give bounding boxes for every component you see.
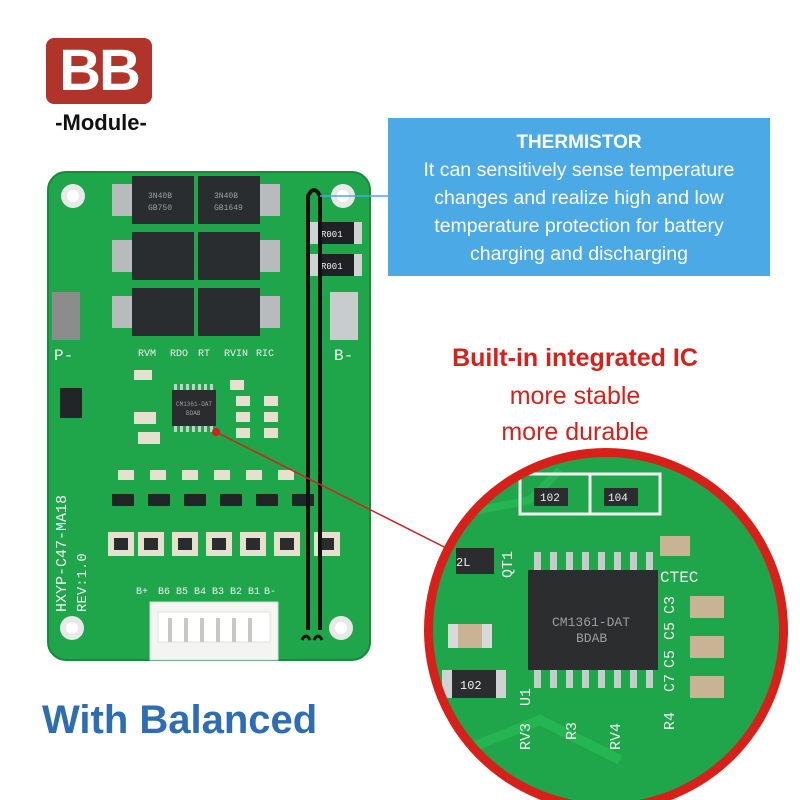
svg-text:RV3: RV3	[518, 723, 535, 750]
thermistor-callout: THERMISTOR It can sensitively sense temp…	[388, 118, 770, 276]
zoom-ic-marking-2: BDAB	[576, 631, 607, 646]
svg-text:RVIN: RVIN	[224, 349, 248, 360]
pcb-board: 3N40B GB750 3N40B GB1649 R001 R001 P- B-…	[47, 171, 371, 661]
smd-components	[60, 370, 278, 444]
svg-text:RV4: RV4	[608, 723, 625, 750]
svg-text:2L: 2L	[456, 556, 470, 570]
svg-text:RT: RT	[198, 349, 210, 360]
svg-text:RDO: RDO	[170, 349, 188, 360]
mount-hole-bl	[60, 616, 84, 640]
svg-text:R3: R3	[564, 722, 581, 740]
pad-p-minus	[52, 292, 80, 340]
resistor-mark-1: R001	[321, 230, 343, 240]
brand-logo-text: BB	[59, 38, 141, 103]
terminal-labels: B+ B6 B5 B4 B3 B2 B1 B-	[136, 587, 276, 598]
ic-leader-line	[212, 428, 471, 561]
svg-text:B2: B2	[230, 587, 242, 598]
svg-text:B+: B+	[136, 587, 148, 598]
svg-text:QT1: QT1	[500, 551, 517, 578]
balance-connector	[149, 601, 279, 661]
svg-text:BDAB: BDAB	[186, 410, 201, 417]
svg-text:B1: B1	[248, 587, 260, 598]
mount-hole-br	[329, 616, 353, 640]
thermistor-wire	[300, 188, 324, 641]
brand-logo: BB	[46, 38, 152, 104]
svg-text:B3: B3	[212, 587, 224, 598]
svg-text:C7: C7	[662, 674, 679, 692]
ic-callout-title: Built-in integrated IC	[452, 344, 698, 372]
svg-text:B4: B4	[194, 587, 206, 598]
svg-text:U1: U1	[518, 688, 535, 706]
svg-text:RVM: RVM	[138, 349, 156, 360]
pad-label-p-minus: P-	[54, 347, 73, 365]
svg-text:C5: C5	[662, 622, 679, 640]
mosfet-mark-1: 3N40B	[148, 192, 172, 201]
resistor-mark-2: R001	[321, 262, 343, 272]
board-revision: REV:1.0	[75, 553, 91, 612]
thermistor-description: It can sensitively sense temperature cha…	[423, 159, 735, 265]
svg-text:C5: C5	[662, 650, 679, 668]
mount-hole-tl	[61, 184, 85, 208]
mosfet-mark-2: GB750	[148, 204, 172, 213]
zoom-ic-marking-1: CM1361-DAT	[552, 615, 630, 630]
svg-text:R4: R4	[662, 712, 679, 730]
svg-text:104: 104	[608, 493, 628, 505]
svg-text:CTEC: CTEC	[660, 569, 698, 587]
board-model: HXYP-C47-MA18	[54, 495, 71, 612]
pad-label-b-minus: B-	[334, 347, 353, 365]
svg-text:B-: B-	[264, 587, 276, 598]
balance-resistor-rows	[108, 470, 340, 556]
pad-b-minus	[330, 292, 358, 340]
mosfet-array: 3N40B GB750 3N40B GB1649	[112, 176, 280, 336]
svg-text:CM1361-DAT: CM1361-DAT	[176, 401, 212, 408]
svg-text:B5: B5	[176, 587, 188, 598]
svg-text:RIC: RIC	[256, 349, 274, 360]
balanced-caption: With Balanced	[42, 698, 318, 742]
thermistor-title: THERMISTOR	[516, 132, 642, 153]
svg-text:102: 102	[460, 679, 482, 693]
ic-callout-line-2: more durable	[501, 418, 649, 446]
svg-text:B6: B6	[158, 587, 170, 598]
mosfet-mark-3: 3N40B	[214, 192, 238, 201]
main-ic: CM1361-DAT BDAB	[172, 384, 216, 432]
ic-callout-line-1: more stable	[509, 382, 641, 410]
ic-zoom-view: 102 104 102 2L CM1361-DAT	[424, 448, 788, 800]
sense-resistors: R001 R001	[310, 222, 362, 276]
brand-logo-subtitle: -Module-	[55, 110, 147, 135]
mosfet-mark-4: GB1649	[214, 204, 243, 213]
silk-top-labels: RVM RDO RT RVIN RIC	[138, 349, 274, 360]
svg-text:C3: C3	[662, 596, 679, 614]
svg-text:102: 102	[540, 493, 560, 505]
